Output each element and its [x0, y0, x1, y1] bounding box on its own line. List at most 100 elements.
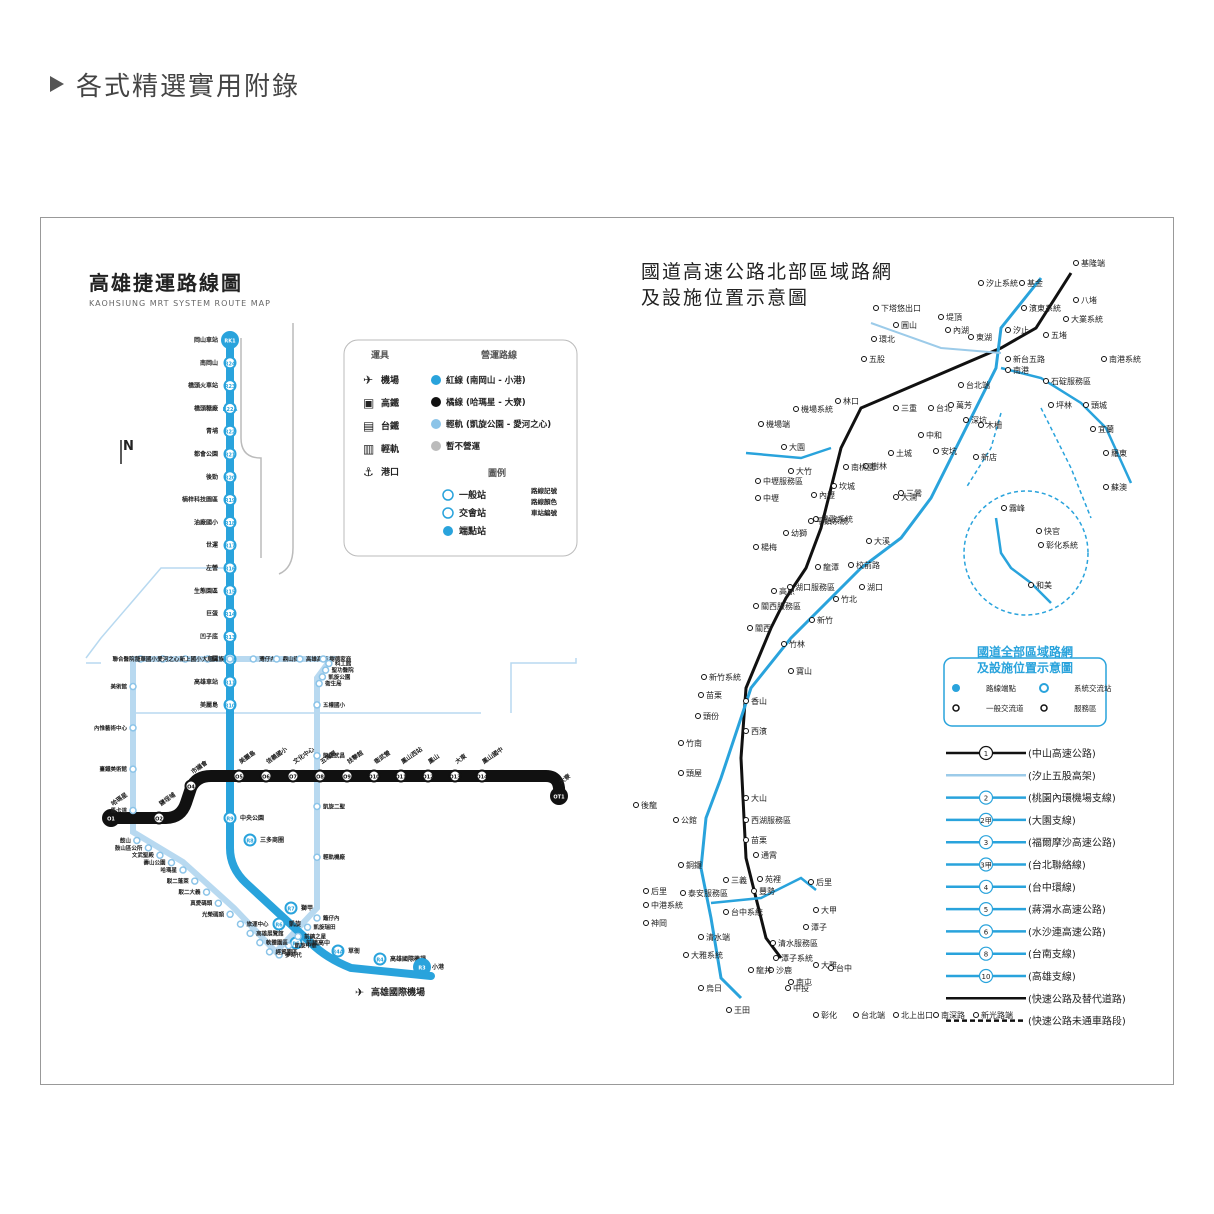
station-marker[interactable] [394, 769, 408, 783]
lrt-station[interactable]: 凱旋中華 [284, 942, 318, 950]
station-marker[interactable] [448, 769, 462, 783]
lrt-station[interactable]: 前鎮之星 [294, 932, 327, 940]
lrt-marker[interactable] [202, 888, 211, 896]
lrt-station[interactable]: 美術館 [110, 682, 137, 691]
station-marker[interactable] [221, 331, 239, 349]
station-marker[interactable] [223, 561, 237, 575]
lrt-marker[interactable] [129, 806, 137, 815]
station-marker[interactable] [286, 769, 300, 783]
lrt-marker[interactable] [275, 951, 283, 959]
lrt-station[interactable]: 真愛碼頭 [190, 899, 223, 907]
lrt-marker[interactable] [129, 682, 137, 691]
station-marker[interactable] [223, 629, 237, 643]
station-marker[interactable] [373, 952, 387, 966]
lrt-station[interactable]: 哈瑪星 [160, 866, 187, 874]
lrt-marker[interactable] [296, 655, 304, 663]
lrt-station[interactable]: 大順民族 [202, 655, 234, 663]
station-marker[interactable] [223, 675, 237, 689]
lrt-marker[interactable] [191, 877, 199, 885]
station-marker[interactable] [102, 809, 120, 827]
station-marker[interactable] [184, 779, 198, 793]
station-marker[interactable] [223, 515, 237, 529]
station-marker[interactable] [223, 698, 237, 712]
lrt-station[interactable]: 經貿園區 [265, 948, 299, 956]
lrt-marker[interactable] [179, 866, 187, 874]
lrt-station[interactable]: 凱旋二聖 [313, 802, 346, 810]
lrt-station[interactable]: 駁二大義 [179, 888, 211, 896]
lrt-station[interactable]: 文武聖殿 [132, 851, 164, 859]
station-marker[interactable] [223, 493, 237, 507]
lrt-marker[interactable] [226, 655, 234, 663]
station-marker[interactable] [223, 379, 237, 393]
lrt-station[interactable]: 灣仔內 [249, 655, 276, 663]
lrt-marker[interactable] [313, 701, 321, 709]
station-marker[interactable] [223, 401, 237, 415]
lrt-station[interactable]: 籬仔內 [313, 914, 340, 922]
lrt-station[interactable]: 五權國小 [313, 701, 346, 709]
lrt-marker[interactable] [167, 858, 176, 867]
lrt-station[interactable]: 鼓山 [120, 836, 141, 845]
station-marker[interactable] [475, 769, 489, 783]
station-marker[interactable] [223, 584, 237, 598]
lrt-station[interactable]: 壽山公園 [143, 858, 176, 867]
lrt-marker[interactable] [318, 673, 327, 681]
station-marker[interactable] [223, 607, 237, 621]
lrt-marker[interactable] [313, 914, 321, 922]
lrt-marker[interactable] [236, 920, 245, 928]
lrt-marker[interactable] [313, 853, 321, 861]
lrt-station[interactable]: 凱旋瑞田 [303, 923, 337, 931]
lrt-marker[interactable] [136, 655, 145, 663]
lrt-station[interactable]: 旅運中心 [236, 920, 269, 928]
lrt-marker[interactable] [129, 765, 137, 773]
lrt-marker[interactable] [321, 666, 330, 674]
lrt-station[interactable]: 衛生局 [315, 680, 342, 688]
station-marker[interactable] [223, 811, 237, 825]
lrt-station[interactable]: 聖功醫院 [321, 666, 355, 674]
station-marker[interactable] [331, 944, 345, 958]
lrt-marker[interactable] [325, 659, 333, 668]
lrt-station[interactable]: 鼎山街 [272, 655, 300, 663]
station-marker[interactable] [272, 917, 286, 931]
station-marker[interactable] [340, 769, 354, 783]
lrt-marker[interactable] [133, 836, 141, 845]
lrt-marker[interactable] [256, 938, 264, 947]
lrt-station[interactable]: 聯合醫院 [112, 655, 145, 663]
lrt-station[interactable]: 凱旋武昌 [313, 751, 345, 760]
station-marker[interactable] [232, 769, 246, 783]
station-marker[interactable] [152, 811, 166, 825]
lrt-station[interactable]: 愛河之心 [157, 655, 189, 663]
lrt-marker[interactable] [203, 655, 212, 663]
station-marker[interactable] [223, 356, 237, 370]
lrt-station[interactable]: 輕軌機廠 [313, 853, 346, 861]
lrt-marker[interactable] [303, 923, 312, 931]
station-marker[interactable] [223, 424, 237, 438]
station-marker[interactable] [550, 787, 568, 805]
lrt-station[interactable]: 龍華國小 [135, 655, 167, 663]
lrt-station[interactable]: 科工館 [325, 659, 352, 668]
lrt-marker[interactable] [214, 899, 223, 907]
lrt-station[interactable]: 新上國小 [180, 655, 212, 663]
station-marker[interactable] [367, 769, 381, 783]
lrt-station[interactable]: 軟體園區 [256, 938, 289, 947]
station-marker[interactable] [223, 538, 237, 552]
lrt-marker[interactable] [313, 751, 321, 760]
lrt-marker[interactable] [159, 655, 167, 663]
